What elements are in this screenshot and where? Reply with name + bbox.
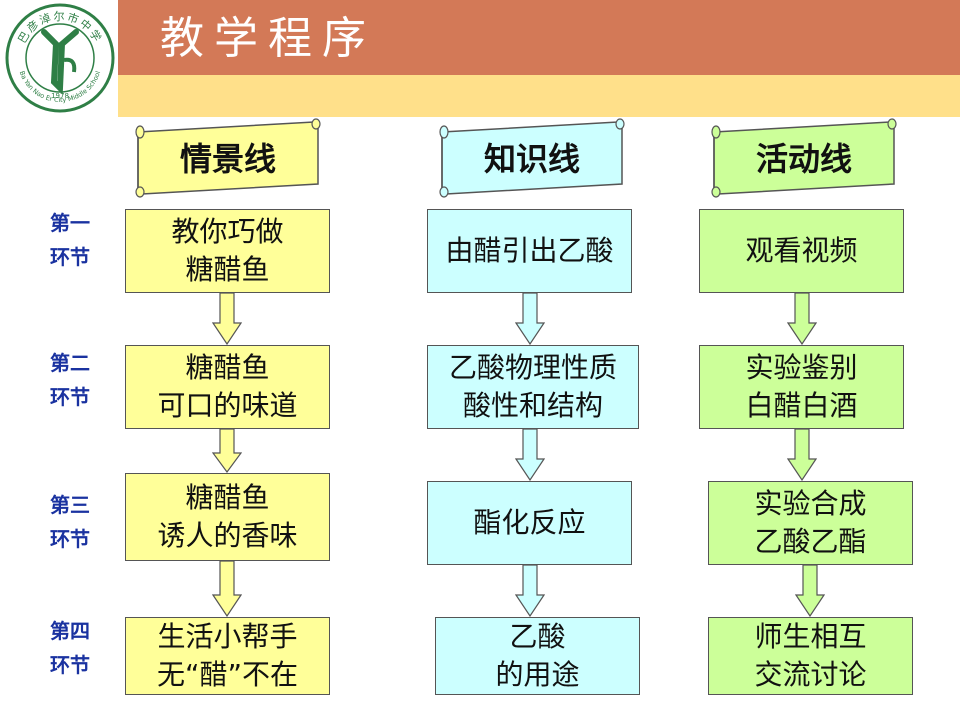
box-text-line: 生活小帮手 — [157, 620, 298, 653]
activity-box-3: 实验合成 乙酸乙酯 — [708, 481, 913, 565]
scene-box-2: 糖醋鱼 可口的味道 — [125, 345, 330, 429]
column-label-knowledge: 知识线 — [483, 140, 580, 178]
box-text-line: 师生相互 — [754, 620, 867, 653]
column-label-scene: 情景线 — [179, 140, 276, 178]
stage-label-line: 第一 — [50, 211, 90, 235]
logo-emblem-curve — [63, 57, 77, 73]
box-text-line: 白醋白酒 — [745, 389, 858, 422]
stage-label-2: 第二 环节 — [30, 346, 110, 414]
box-text-line: 教你巧做 — [171, 215, 284, 248]
stage-label-line: 第四 — [50, 619, 90, 643]
school-logo-graphic: 巴彦淖尔市中学 Ba Yan Nao Er City Middle School… — [5, 3, 115, 113]
arrow-down-icon — [795, 565, 825, 617]
stage-label-line: 第二 — [50, 351, 90, 375]
stage-label-line: 环节 — [50, 245, 90, 269]
scene-box-3: 糖醋鱼 诱人的香味 — [125, 473, 330, 561]
column-label-activity: 活动线 — [755, 140, 852, 178]
box-text-line: 无“醋”不在 — [156, 658, 298, 691]
stage-label-4: 第四 环节 — [30, 614, 110, 682]
box-text-line: 的用途 — [495, 658, 580, 691]
arrow-down-icon — [787, 293, 817, 345]
logo-year: 1978 — [51, 92, 69, 100]
arrow-down-icon — [212, 293, 242, 345]
stage-label-line: 第三 — [50, 493, 90, 517]
stage-label-3: 第三 环节 — [30, 488, 110, 556]
stage-label-1: 第一 环节 — [30, 206, 110, 274]
school-logo: 巴彦淖尔市中学 Ba Yan Nao Er City Middle School… — [4, 2, 116, 114]
box-text-line: 交流讨论 — [754, 658, 867, 691]
arrow-down-icon — [212, 561, 242, 617]
box-text-line: 诱人的香味 — [157, 519, 298, 552]
box-text-line: 酯化反应 — [473, 506, 586, 539]
scene-box-1: 教你巧做 糖醋鱼 — [125, 209, 330, 293]
header-band-top — [118, 0, 960, 75]
arrow-down-icon — [212, 429, 242, 473]
column-banner-knowledge: 知识线 — [432, 118, 628, 198]
stage-label-line: 环节 — [50, 527, 90, 551]
column-banner-scene: 情景线 — [128, 118, 324, 198]
activity-box-2: 实验鉴别 白醋白酒 — [699, 345, 904, 429]
header-band-bottom — [118, 75, 960, 117]
knowledge-box-4: 乙酸 的用途 — [435, 617, 640, 695]
box-text-line: 观看视频 — [745, 234, 858, 267]
arrow-down-icon — [787, 429, 817, 481]
box-text-line: 由醋引出乙酸 — [445, 234, 614, 267]
knowledge-box-1: 由醋引出乙酸 — [427, 209, 632, 293]
arrow-down-icon — [515, 565, 545, 617]
box-text-line: 乙酸 — [509, 620, 566, 653]
scroll-banner-icon — [135, 118, 321, 198]
box-text-line: 乙酸物理性质 — [448, 351, 617, 384]
column-banner-activity: 活动线 — [704, 118, 900, 198]
box-text-line: 实验鉴别 — [745, 351, 858, 384]
box-text-line: 糖醋鱼 — [185, 253, 270, 286]
activity-box-1: 观看视频 — [699, 209, 904, 293]
knowledge-box-2: 乙酸物理性质 酸性和结构 — [427, 345, 639, 429]
stage-label-line: 环节 — [50, 385, 90, 409]
scroll-banner-icon — [711, 118, 897, 198]
arrow-down-icon — [515, 293, 545, 345]
box-text-line: 乙酸乙酯 — [754, 525, 867, 558]
box-text-line: 糖醋鱼 — [185, 481, 270, 514]
page-title: 教学程序 — [160, 13, 376, 64]
box-text-line: 实验合成 — [754, 487, 867, 520]
knowledge-box-3: 酯化反应 — [427, 481, 632, 565]
logo-emblem-icon — [41, 29, 79, 95]
activity-box-4: 师生相互 交流讨论 — [708, 617, 913, 695]
scene-box-4: 生活小帮手 无“醋”不在 — [125, 617, 330, 695]
box-text-line: 可口的味道 — [157, 389, 298, 422]
stage-label-line: 环节 — [50, 653, 90, 677]
box-text-line: 酸性和结构 — [462, 389, 603, 422]
scroll-banner-icon — [439, 118, 625, 198]
box-text-line: 糖醋鱼 — [185, 351, 270, 384]
arrow-down-icon — [515, 429, 545, 481]
